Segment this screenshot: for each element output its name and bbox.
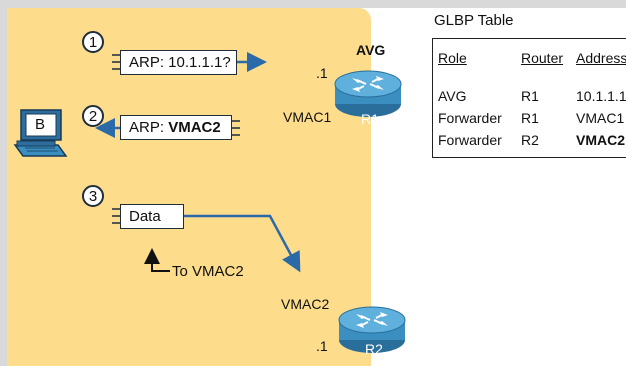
data-frame-text: Data xyxy=(129,208,161,225)
glbp-header-role: Role xyxy=(438,50,467,66)
host-b-label: B xyxy=(35,116,46,133)
glbp-row1-role: AVG xyxy=(438,88,467,104)
arp-reply-message: ARP: VMAC2 xyxy=(120,115,232,140)
top-border xyxy=(0,0,626,8)
glbp-row2-router: R1 xyxy=(521,110,539,126)
glbp-table-title: GLBP Table xyxy=(434,12,514,29)
r1-ip-suffix: .1 xyxy=(316,65,328,81)
step-3-badge: 3 xyxy=(82,185,104,207)
to-vmac2-pointer xyxy=(144,248,170,272)
avg-tag: AVG xyxy=(356,42,386,58)
step-1-badge: 1 xyxy=(82,31,104,53)
arp-request-message: ARP: 10.1.1.1? xyxy=(120,50,237,75)
glbp-table xyxy=(432,38,626,158)
glbp-row3-address: VMAC2 xyxy=(576,132,626,148)
glbp-header-router: Router xyxy=(521,50,564,66)
glbp-row1-router: R1 xyxy=(521,88,539,104)
arp-reply-prefix: ARP: xyxy=(129,119,169,136)
arp-request-text: ARP: 10.1.1.1? xyxy=(129,54,231,71)
left-border xyxy=(0,0,7,366)
glbp-row2-address: VMAC1 xyxy=(576,110,625,126)
glbp-row1-address: 10.1.1.1 xyxy=(576,88,626,104)
data-arrow xyxy=(184,214,301,273)
glbp-row2-role: Forwarder xyxy=(438,110,502,126)
arp-reply-mac: VMAC2 xyxy=(168,119,221,136)
glbp-header-address: Address xyxy=(576,50,626,66)
r1-name: R1 xyxy=(361,111,379,127)
glbp-row3-router: R2 xyxy=(521,132,539,148)
data-frame-message: Data xyxy=(120,204,184,229)
glbp-row3-role: Forwarder xyxy=(438,132,502,148)
r2-vmac-label: VMAC2 xyxy=(281,296,330,312)
r2-name: R2 xyxy=(365,341,383,357)
r2-ip-suffix: .1 xyxy=(316,338,328,354)
to-vmac2-annotation: To VMAC2 xyxy=(172,263,244,280)
r1-vmac-label: VMAC1 xyxy=(283,109,332,125)
step-2-badge: 2 xyxy=(82,105,104,127)
